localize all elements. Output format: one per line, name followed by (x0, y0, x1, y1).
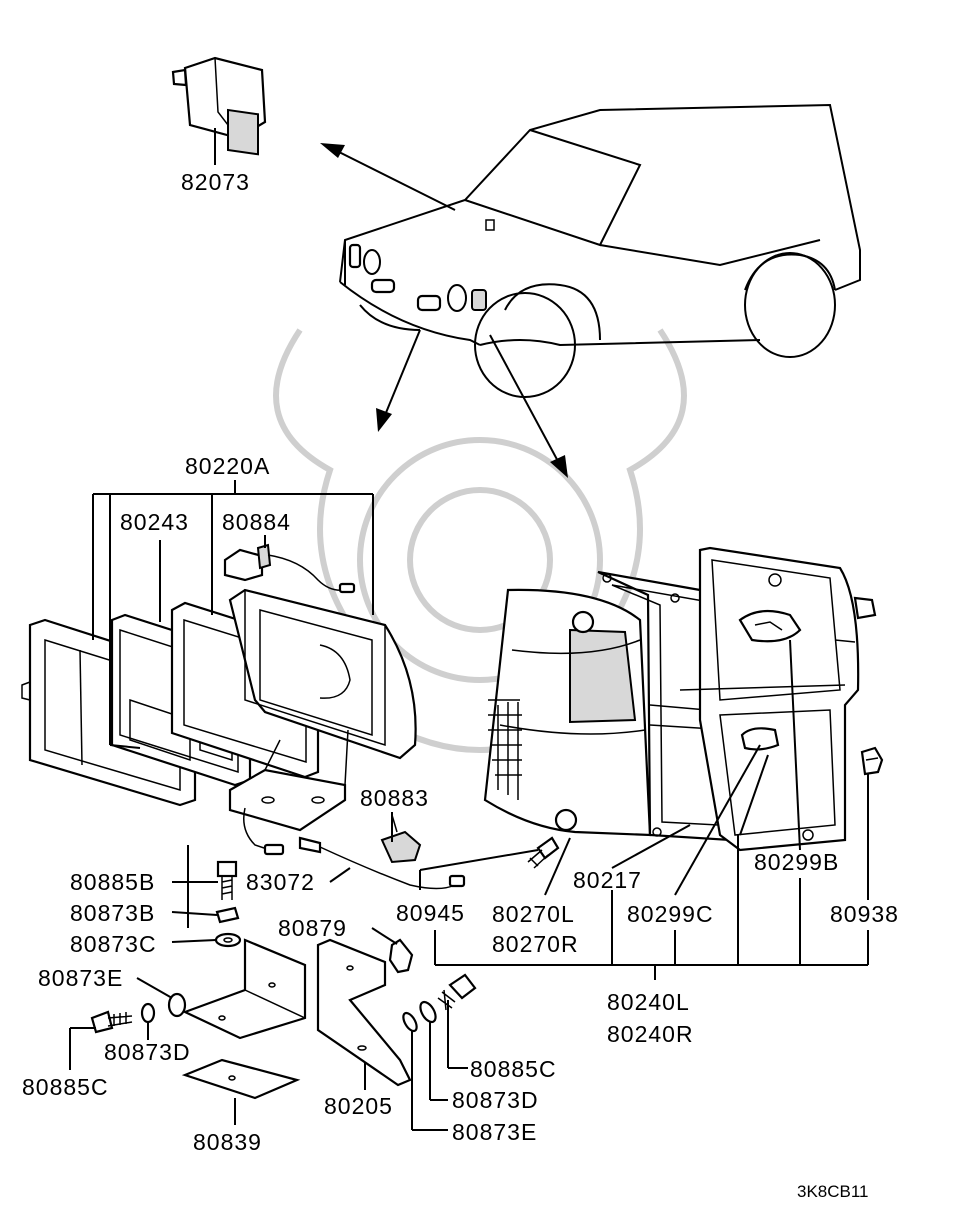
label-80873D-right: 80873D (452, 1087, 539, 1113)
arrow-to-switch (320, 143, 456, 211)
label-80270R: 80270R (492, 931, 579, 957)
label-80885B: 80885B (70, 869, 155, 895)
label-80299B: 80299B (754, 849, 839, 875)
label-80885C-right: 80885C (470, 1056, 557, 1082)
lamp-body (679, 546, 877, 852)
screw-80945 (527, 836, 560, 869)
label-80938: 80938 (830, 901, 899, 927)
plate-80839 (181, 1058, 301, 1100)
label-80217: 80217 (573, 867, 642, 893)
bulb-80299C (740, 727, 780, 751)
switch-82073 (171, 56, 267, 165)
label-80270L: 80270L (492, 901, 575, 927)
bulb-socket-80884 (223, 535, 356, 594)
headlamp-housing (228, 588, 417, 832)
label-80240L: 80240L (607, 989, 690, 1015)
label-80220A: 80220A (185, 453, 270, 479)
diagram-code: 3K8CB11 (797, 1182, 869, 1201)
label-83072: 83072 (246, 869, 315, 895)
fasteners-right (402, 973, 477, 1033)
label-80873E-right: 80873E (452, 1119, 537, 1145)
label-80873E-left: 80873E (38, 965, 123, 991)
lamp-bracket-left (182, 938, 307, 1040)
label-80873B: 80873B (70, 900, 155, 926)
combination-lamp-lens (483, 588, 652, 837)
bracket-80205 (316, 938, 414, 1087)
label-80205: 80205 (324, 1093, 393, 1119)
clip-80938 (860, 746, 884, 776)
arrows-to-lamps (376, 329, 568, 478)
label-80885C-left: 80885C (22, 1074, 109, 1100)
part-labels: 82073 80220A 80243 80884 80883 80885B 83… (22, 169, 899, 1201)
bulb-80299B (738, 609, 802, 643)
label-80879: 80879 (278, 915, 347, 941)
leader-lines (69, 480, 869, 1131)
label-82073: 82073 (181, 169, 250, 195)
label-80884: 80884 (222, 509, 291, 535)
label-80883: 80883 (360, 785, 429, 811)
fasteners-left (90, 992, 187, 1034)
label-80240R: 80240R (607, 1021, 694, 1047)
label-80873D-left: 80873D (104, 1039, 191, 1065)
label-80873C: 80873C (70, 931, 157, 957)
vehicle-outline (339, 103, 861, 398)
label-80839: 80839 (193, 1129, 262, 1155)
label-80243: 80243 (120, 509, 189, 535)
label-80945: 80945 (396, 900, 465, 926)
label-80299C: 80299C (627, 901, 714, 927)
bolt-80885B (214, 860, 242, 948)
